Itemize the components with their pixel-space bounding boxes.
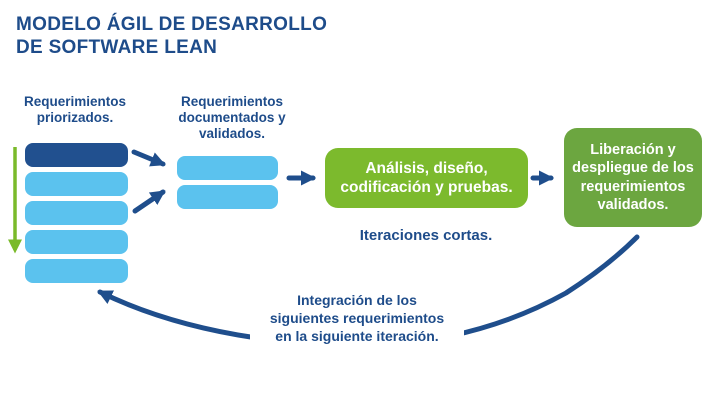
prioritized-requirements-stack (25, 143, 128, 283)
requirement-bar (25, 201, 128, 225)
requirement-bar (177, 185, 278, 209)
flow-arrow-top (131, 149, 166, 167)
requirement-bar (25, 259, 128, 283)
prioritized-requirements-label: Requerimientos priorizados. (23, 94, 127, 125)
integration-next-iteration-label: Integración de los siguientes requerimie… (250, 291, 464, 349)
requirement-bar (25, 143, 128, 167)
documented-requirements-stack (177, 156, 278, 209)
requirement-bar (25, 172, 128, 196)
requirement-bar (25, 230, 128, 254)
requirement-bar (177, 156, 278, 180)
diagram-title: MODELO ÁGIL DE DESARROLLO DE SOFTWARE LE… (16, 14, 328, 59)
release-deploy-box: Liberación y despliegue de los requerimi… (564, 128, 702, 227)
short-iterations-label: Iteraciones cortas. (359, 227, 493, 244)
flow-arrow-bottom (132, 189, 166, 214)
analysis-design-code-test-box: Análisis, diseño, codificación y pruebas… (325, 148, 528, 208)
documented-requirements-label: Requerimientos documentados y validados. (178, 94, 286, 141)
